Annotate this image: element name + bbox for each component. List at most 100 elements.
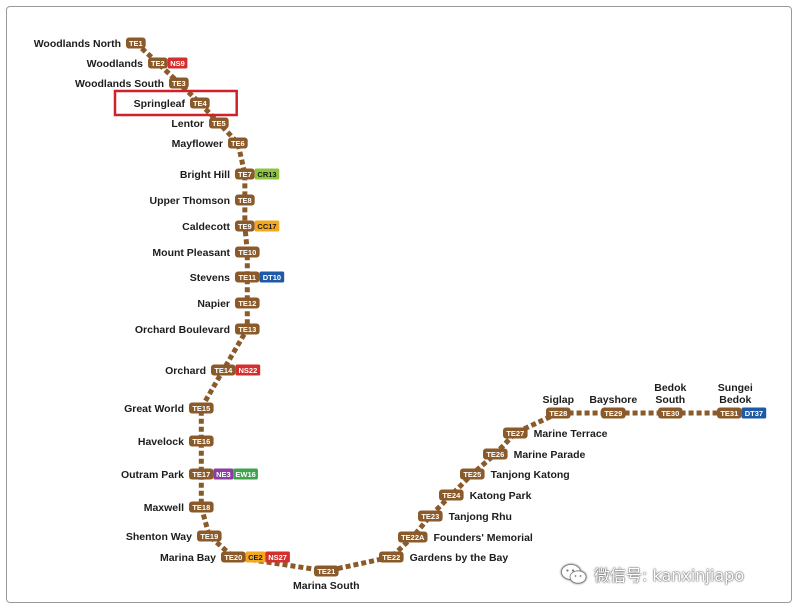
station-code-badge bbox=[228, 137, 248, 149]
station-code: TE22A bbox=[401, 533, 425, 542]
station-code: DT10 bbox=[263, 273, 281, 282]
station-code: TE3 bbox=[172, 79, 186, 88]
station-code-badge bbox=[235, 297, 260, 309]
station-code-badge bbox=[235, 323, 260, 335]
station-te29: TE29 Bayshore bbox=[589, 394, 637, 419]
station-code-badge bbox=[235, 168, 255, 180]
station-name: Marine Terrace bbox=[534, 428, 608, 440]
station-code: TE30 bbox=[661, 409, 679, 418]
station-code: EW16 bbox=[235, 470, 255, 479]
station-code-badge bbox=[235, 246, 260, 258]
station-name: Great World bbox=[124, 403, 184, 415]
station-code: CR13 bbox=[257, 170, 276, 179]
station-code: TE10 bbox=[238, 248, 256, 257]
watermark-text: 微信号: kanxinjiapo bbox=[594, 566, 745, 585]
station-code: TE18 bbox=[192, 503, 210, 512]
station-code-badge bbox=[235, 364, 261, 376]
station-code-badge bbox=[259, 271, 285, 283]
station-te9: TE9 CC17 Caldecott bbox=[182, 220, 280, 233]
station-code: CC17 bbox=[257, 222, 276, 231]
station-code: TE31 bbox=[720, 409, 738, 418]
station-code-badge bbox=[265, 551, 290, 563]
station-code: TE6 bbox=[231, 139, 245, 148]
station-name: Bedok bbox=[719, 394, 751, 406]
station-code: TE22 bbox=[382, 553, 400, 562]
station-code-badge bbox=[235, 194, 255, 206]
station-name: Tanjong Rhu bbox=[449, 511, 512, 523]
station-code-badge bbox=[398, 531, 428, 543]
station-code-badge bbox=[379, 551, 404, 563]
station-code-badge bbox=[235, 271, 260, 283]
station-code-badge bbox=[503, 427, 528, 439]
station-code-badge bbox=[235, 220, 255, 232]
station-te18: TE18 Maxwell bbox=[144, 501, 214, 514]
station-code: TE2 bbox=[151, 59, 165, 68]
station-code-badge bbox=[483, 448, 508, 460]
station-name: Marine Parade bbox=[514, 449, 586, 461]
station-code-badge bbox=[190, 97, 210, 109]
station-code: DT37 bbox=[745, 409, 763, 418]
highlight-box bbox=[113, 89, 238, 117]
station-code-badge bbox=[211, 364, 236, 376]
station-name: Tanjong Katong bbox=[491, 469, 570, 481]
station-code: TE26 bbox=[486, 450, 504, 459]
station-code: NS22 bbox=[239, 366, 258, 375]
station-code: TE27 bbox=[506, 429, 524, 438]
station-code: TE15 bbox=[192, 404, 210, 413]
station-name: Napier bbox=[197, 298, 230, 310]
station-code-badge bbox=[314, 565, 339, 577]
station-code-badge bbox=[221, 551, 246, 563]
station-te22a: TE22A Founders' Memorial bbox=[398, 531, 533, 544]
station-code: TE24 bbox=[442, 491, 461, 500]
station-name: Gardens by the Bay bbox=[410, 552, 509, 564]
station-code: TE5 bbox=[212, 119, 226, 128]
station-name: Woodlands South bbox=[75, 78, 164, 90]
station-name: Shenton Way bbox=[126, 531, 192, 543]
station-code-badge bbox=[126, 37, 146, 49]
station-name: Marina Bay bbox=[160, 552, 216, 564]
station-te22: TE22 Gardens by the Bay bbox=[379, 551, 509, 564]
station-code-badge bbox=[460, 468, 485, 480]
station-name: Marina South bbox=[293, 580, 360, 592]
station-code-badge bbox=[254, 168, 280, 180]
station-code: TE29 bbox=[604, 409, 622, 418]
station-code-badge bbox=[189, 468, 214, 480]
station-name: Orchard Boulevard bbox=[135, 324, 230, 336]
station-te15: TE15 Great World bbox=[124, 402, 214, 415]
station-code: TE9 bbox=[238, 222, 252, 231]
station-code-badge bbox=[189, 402, 214, 414]
station-code: NS9 bbox=[170, 59, 185, 68]
station-code-badge bbox=[167, 57, 188, 69]
watermark: 微信号: kanxinjiapo bbox=[560, 562, 744, 586]
station-code: NS27 bbox=[268, 553, 287, 562]
station-code-badge bbox=[741, 407, 767, 419]
station-code: TE28 bbox=[549, 409, 567, 418]
station-code: TE4 bbox=[193, 99, 208, 108]
station-code: TE7 bbox=[238, 170, 252, 179]
station-code: TE8 bbox=[238, 196, 252, 205]
station-name: Outram Park bbox=[121, 469, 184, 481]
station-te3: TE3 Woodlands South bbox=[75, 77, 189, 90]
station-name: Bayshore bbox=[589, 394, 637, 406]
station-name: Caldecott bbox=[182, 221, 230, 233]
station-name: Katong Park bbox=[470, 490, 532, 502]
station-name: Maxwell bbox=[144, 502, 184, 514]
station-name: Founders' Memorial bbox=[434, 532, 533, 544]
station-name: Woodlands North bbox=[34, 38, 121, 50]
